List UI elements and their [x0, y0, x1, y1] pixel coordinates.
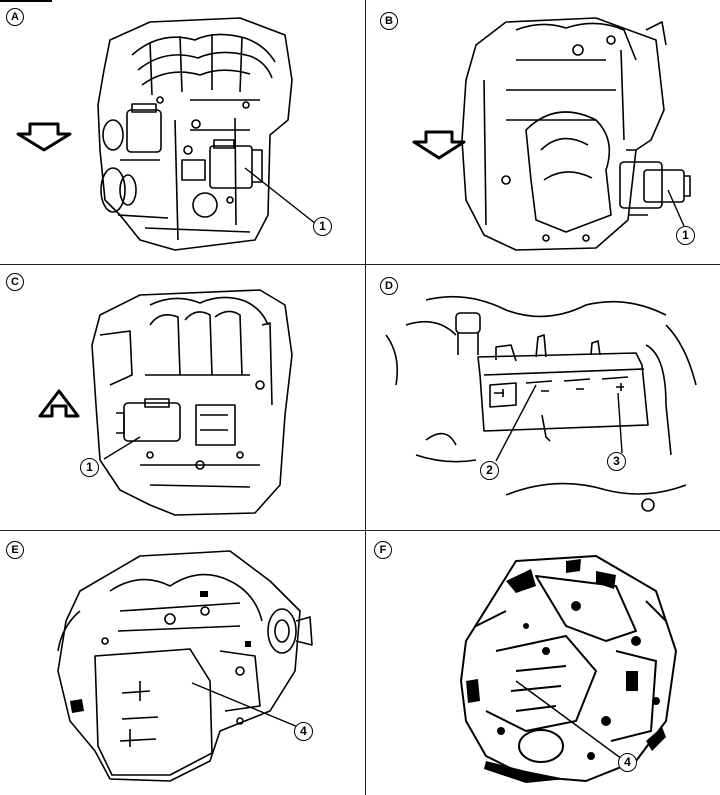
- callout-d-3: 3: [607, 452, 626, 471]
- panel-label-d: D: [380, 277, 398, 295]
- transaxle-view-f: [460, 555, 677, 783]
- panel-label-a: A: [6, 8, 24, 26]
- panel-label-e: E: [6, 541, 24, 559]
- callout-b-1: 1: [676, 226, 695, 245]
- callout-d-2: 2: [480, 461, 499, 480]
- engine-rear-view: [91, 289, 293, 516]
- row-divider-2: [0, 530, 720, 531]
- engine-side-view: [461, 17, 691, 251]
- panel-e: E 4: [0, 531, 365, 795]
- battery-compartment-view: [385, 295, 697, 512]
- engine-front-view: [97, 17, 317, 251]
- callout-f-4: 4: [618, 753, 637, 772]
- panel-f: F: [366, 531, 720, 795]
- callout-e-4: 4: [294, 722, 313, 741]
- vertical-divider: [365, 0, 366, 795]
- panel-c: C 1: [0, 265, 365, 530]
- callout-c-1: 1: [80, 458, 99, 477]
- panel-label-f: F: [374, 541, 392, 559]
- row-divider-1: [0, 264, 720, 265]
- panel-b: B 1: [366, 0, 720, 264]
- top-rule: [0, 0, 52, 2]
- panel-d: D 2: [366, 265, 720, 530]
- panel-a: A: [0, 0, 365, 264]
- panel-label-c: C: [6, 273, 24, 291]
- panel-label-b: B: [380, 12, 398, 30]
- transaxle-view-e: [57, 550, 313, 782]
- callout-a-1: 1: [313, 217, 332, 236]
